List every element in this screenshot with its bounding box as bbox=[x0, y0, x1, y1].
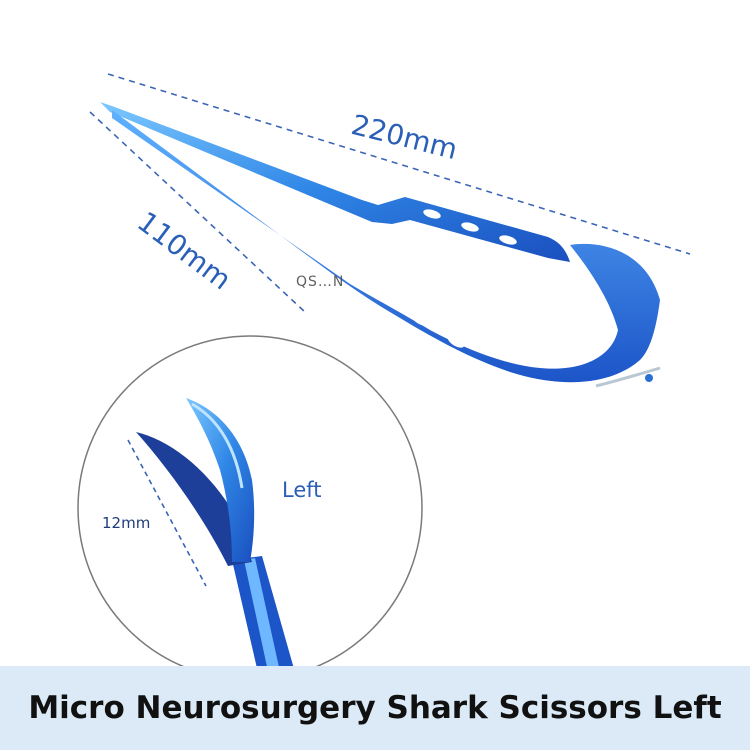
scissors-lower-arm bbox=[112, 110, 660, 383]
watermark: QS…N bbox=[296, 274, 345, 290]
handle-hole bbox=[461, 222, 479, 232]
handle-hole bbox=[375, 292, 393, 304]
handle-hole bbox=[447, 336, 465, 348]
spring-knob bbox=[645, 374, 653, 382]
dimension-tip-label: 12mm bbox=[102, 514, 151, 532]
dimension-line-total bbox=[107, 73, 691, 255]
dimension-line-blade bbox=[89, 111, 306, 313]
inset-dark-jaw bbox=[136, 432, 252, 566]
spring-tip bbox=[595, 366, 661, 388]
scissors bbox=[100, 102, 661, 388]
handle-hole bbox=[411, 314, 429, 326]
handle-hole bbox=[423, 209, 441, 219]
side-label: Left bbox=[282, 478, 322, 502]
handle-hole bbox=[499, 235, 517, 245]
inset-light-blade bbox=[186, 398, 255, 562]
product-caption: Micro Neurosurgery Shark Scissors Left bbox=[28, 690, 722, 726]
dimension-line-tip bbox=[127, 439, 207, 587]
caption-bar: Micro Neurosurgery Shark Scissors Left bbox=[0, 666, 750, 750]
zoom-inset bbox=[77, 335, 423, 681]
scissors-upper-arm bbox=[100, 102, 570, 262]
